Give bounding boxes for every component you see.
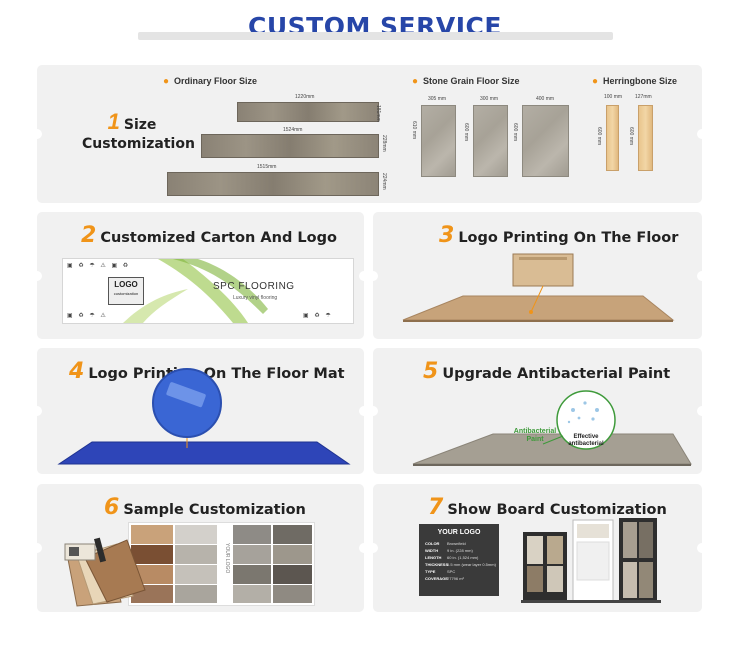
carton-box: LOGO customization SPC FLOORING Luxury v… xyxy=(62,258,354,324)
plank-3-length: 1515mm xyxy=(257,164,277,170)
stone-tile-2 xyxy=(473,105,508,177)
sample-board: YOUR LOGO xyxy=(128,522,315,606)
spec-key: COVERAGE xyxy=(425,576,448,581)
spec-key: LENGTH xyxy=(425,555,442,560)
plank-2 xyxy=(201,134,379,158)
size-heading-line2: Customization xyxy=(82,136,195,152)
plank-3 xyxy=(167,172,379,196)
herringbone-plank-1 xyxy=(606,105,619,171)
antibacterial-badge: Effective antibacterial xyxy=(568,434,604,447)
carton-symbols-right: ▣ ♻ ☂ xyxy=(303,313,333,319)
spec-value: Brownfield xyxy=(447,541,466,546)
spec-key: THICKNESS xyxy=(425,562,449,567)
herringbone-1-height: 600 mm xyxy=(596,127,602,146)
spec-value: SPC xyxy=(447,569,456,574)
stone-1-height: 610 mm xyxy=(411,121,417,140)
plank-2-width: 228mm xyxy=(381,135,387,152)
showboard-spec-row: COVERAGE27796 m² xyxy=(419,575,499,582)
plank-2-length: 1524mm xyxy=(283,127,303,133)
carton-brand: SPC FLOORING xyxy=(213,281,295,292)
carton-logo-sub: customization xyxy=(113,291,139,296)
carton-symbols-top: ▣ ♻ ☂ ⚠ ▣ ♻ xyxy=(67,263,131,269)
showboard-spec-row: TYPE SPC xyxy=(419,568,499,575)
carton-leaf-graphic xyxy=(123,259,268,323)
plank-1 xyxy=(237,102,379,122)
showboard-spec-row: COLOR Brownfield xyxy=(419,540,499,547)
plank-3-width: 224mm xyxy=(381,173,387,190)
ordinary-size-label: ●Ordinary Floor Size xyxy=(163,76,258,87)
title-underline xyxy=(138,32,613,40)
stone-tile-1 xyxy=(421,105,456,177)
stone-tile-3 xyxy=(522,105,569,177)
stone-3-height: 600 mm xyxy=(512,123,518,142)
spec-key: COLOR xyxy=(425,541,440,546)
showboard-spec-row: LENGTH 60 in. (1,524 mm) xyxy=(419,554,499,561)
showboard-spec-row: THICKNESS5.5 mm (wear layer 0.5mm) xyxy=(419,561,499,568)
spec-value: 5.5 mm (wear layer 0.5mm) xyxy=(447,562,496,567)
showboard-logo: YOUR LOGO xyxy=(437,529,481,536)
plank-1-length: 1220mm xyxy=(295,94,315,100)
floor-logo-illustration xyxy=(402,253,675,322)
stone-2-height: 600 mm xyxy=(463,123,469,142)
herringbone-plank-2 xyxy=(638,105,653,171)
carton-logo-box: LOGO customization xyxy=(108,277,144,305)
spec-value: 60 in. (1,524 mm) xyxy=(447,555,479,560)
antibacterial-illustration xyxy=(412,390,692,466)
step-number: 1 xyxy=(107,109,120,134)
sample-side-text: YOUR LOGO xyxy=(224,543,230,574)
spec-key: TYPE xyxy=(425,569,436,574)
stone-1-width: 305 mm xyxy=(428,96,447,102)
stone-3-width: 400 mm xyxy=(536,96,555,102)
herringbone-2-width: 127mm xyxy=(635,94,652,100)
herringbone-1-width: 100 mm xyxy=(604,94,623,100)
spec-key: WIDTH xyxy=(425,548,439,553)
carton-logo-text: LOGO xyxy=(114,280,138,289)
stone-2-width: 300 mm xyxy=(480,96,499,102)
antibacterial-label: Antibacterial Paint xyxy=(513,428,557,443)
stone-size-label: ●Stone Grain Floor Size xyxy=(412,76,520,87)
showboard-spec-row: WIDTH 9 in. (228 mm) xyxy=(419,547,499,554)
showboard-stands-illustration xyxy=(521,518,661,603)
floor-mat-illustration xyxy=(57,368,351,465)
carton-symbols-bottom: ▣ ♻ ☂ ⚠ xyxy=(67,313,108,319)
herringbone-2-height: 600 mm xyxy=(628,127,634,146)
spec-value: 27796 m² xyxy=(447,576,464,581)
plank-1-width: 181mm xyxy=(375,105,381,122)
carton-tagline: Luxury vinyl flooring xyxy=(233,295,278,301)
size-heading-line1: Size xyxy=(123,117,157,133)
herringbone-size-label: ●Herringbone Size xyxy=(592,76,678,87)
spec-value: 9 in. (228 mm) xyxy=(447,548,473,553)
sample-fan-illustration xyxy=(64,537,146,607)
